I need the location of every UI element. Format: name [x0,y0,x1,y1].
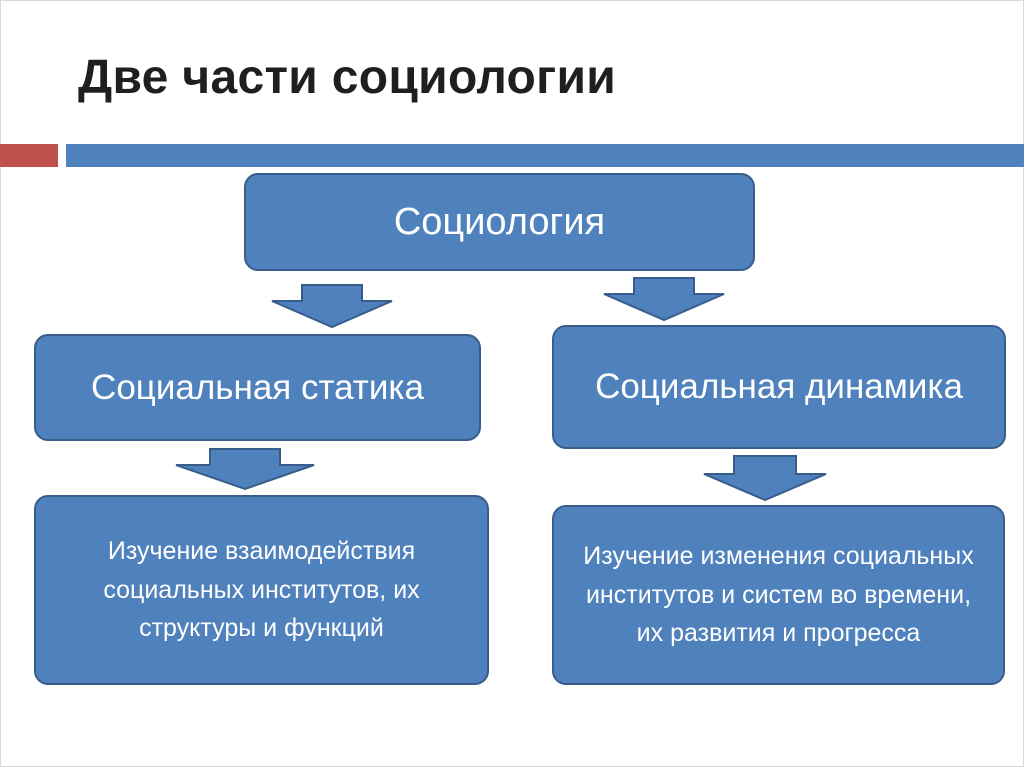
accent-bar-blue [66,144,1024,167]
node-social-dynamics: Социальная динамика [552,325,1006,449]
slide-title: Две части социологии [78,51,617,104]
root-node-sociology: Социология [244,173,755,271]
social-dynamics-label: Социальная динамика [595,366,963,406]
arrow-down-icon [271,284,393,329]
node-social-statics: Социальная статика [34,334,481,441]
node-social-dynamics-description: Изучение изменения социальных институтов… [552,505,1005,685]
arrow-down-icon [703,455,827,502]
social-dynamics-description-text: Изучение изменения социальных институтов… [583,541,974,648]
arrow-down-icon [603,277,725,322]
node-social-statics-description: Изучение взаимодействия социальных инсти… [34,495,489,685]
social-statics-label: Социальная статика [91,367,424,407]
root-node-label: Социология [393,200,606,243]
accent-bar-red [0,144,58,167]
arrow-down-icon [175,448,315,491]
social-statics-description-text: Изучение взаимодействия социальных инсти… [103,536,420,643]
